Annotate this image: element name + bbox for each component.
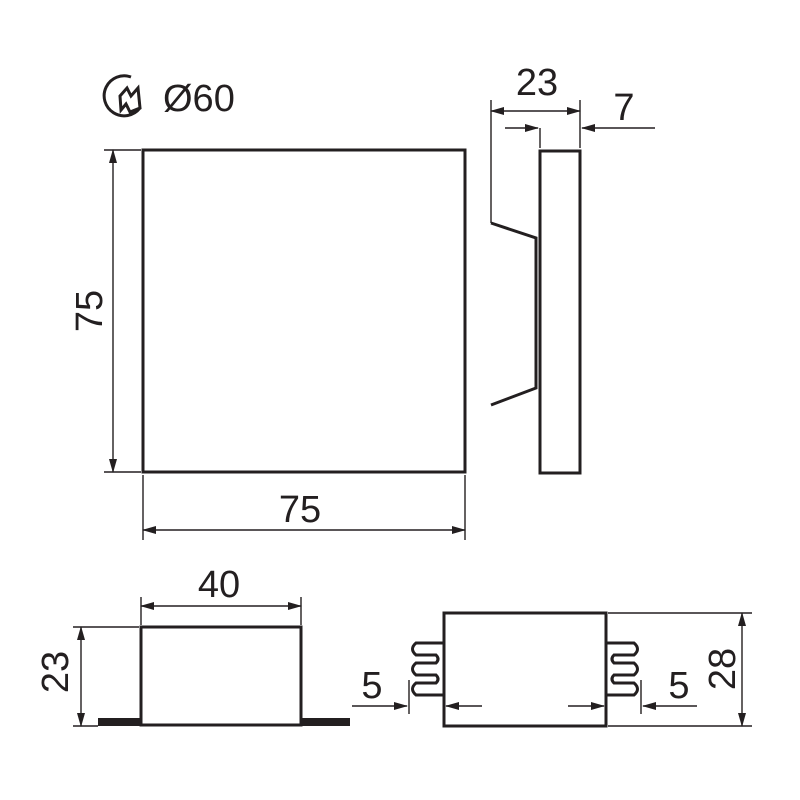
hole-saw-icon <box>102 74 142 118</box>
psu-width-label: 40 <box>198 564 240 606</box>
psu-right-clearance-label: 5 <box>668 665 689 707</box>
power-supply-side-outline <box>411 611 639 728</box>
side-view-outline <box>490 149 582 475</box>
psu-left-clearance-label: 5 <box>361 665 382 707</box>
front-height-label: 75 <box>69 290 111 332</box>
psu-height-label: 23 <box>35 651 77 693</box>
side-depth-label: 23 <box>516 62 558 104</box>
psu-side-height-label: 28 <box>702 648 744 690</box>
side-cover-label: 7 <box>613 87 634 129</box>
front-width-label: 75 <box>279 489 321 531</box>
hole-diameter-label: Ø60 <box>163 78 235 120</box>
front-view-outline <box>141 148 467 474</box>
power-supply-front-outline <box>98 625 350 727</box>
